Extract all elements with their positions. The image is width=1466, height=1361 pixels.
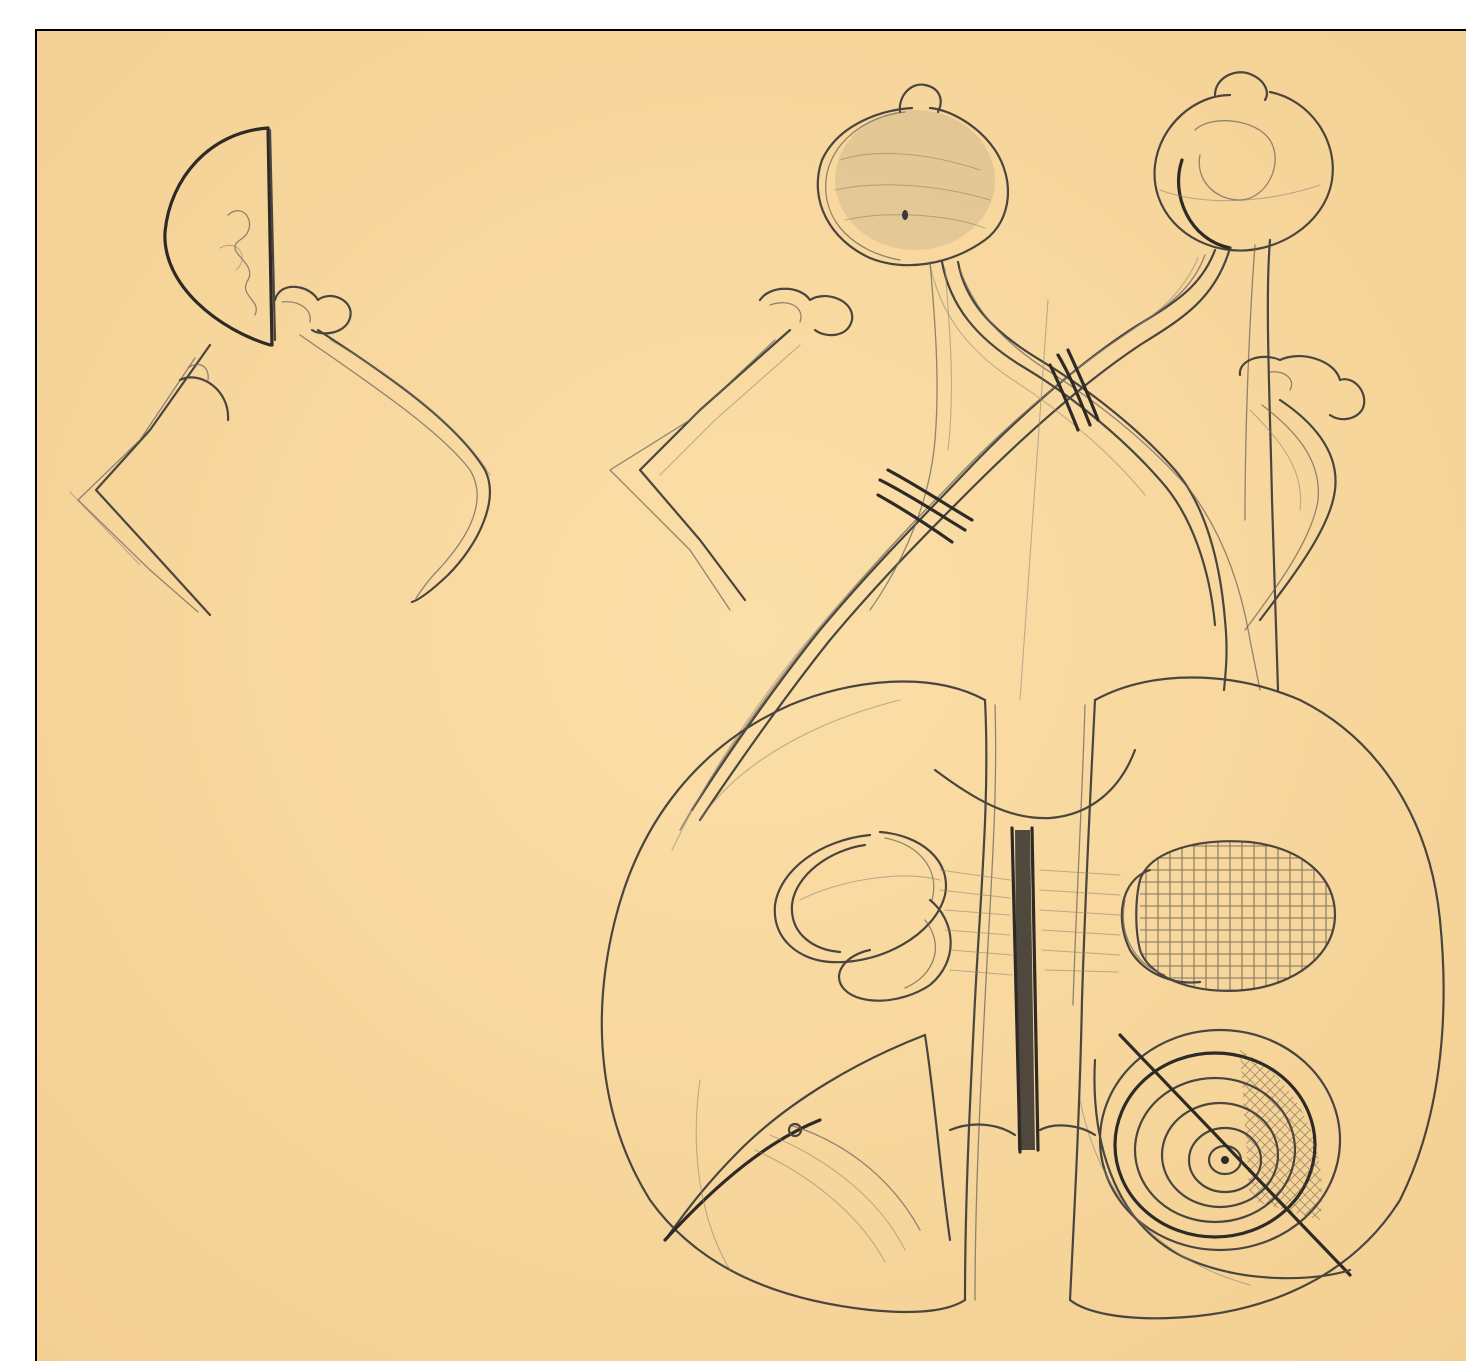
right-upper-nucleus <box>1122 841 1335 991</box>
